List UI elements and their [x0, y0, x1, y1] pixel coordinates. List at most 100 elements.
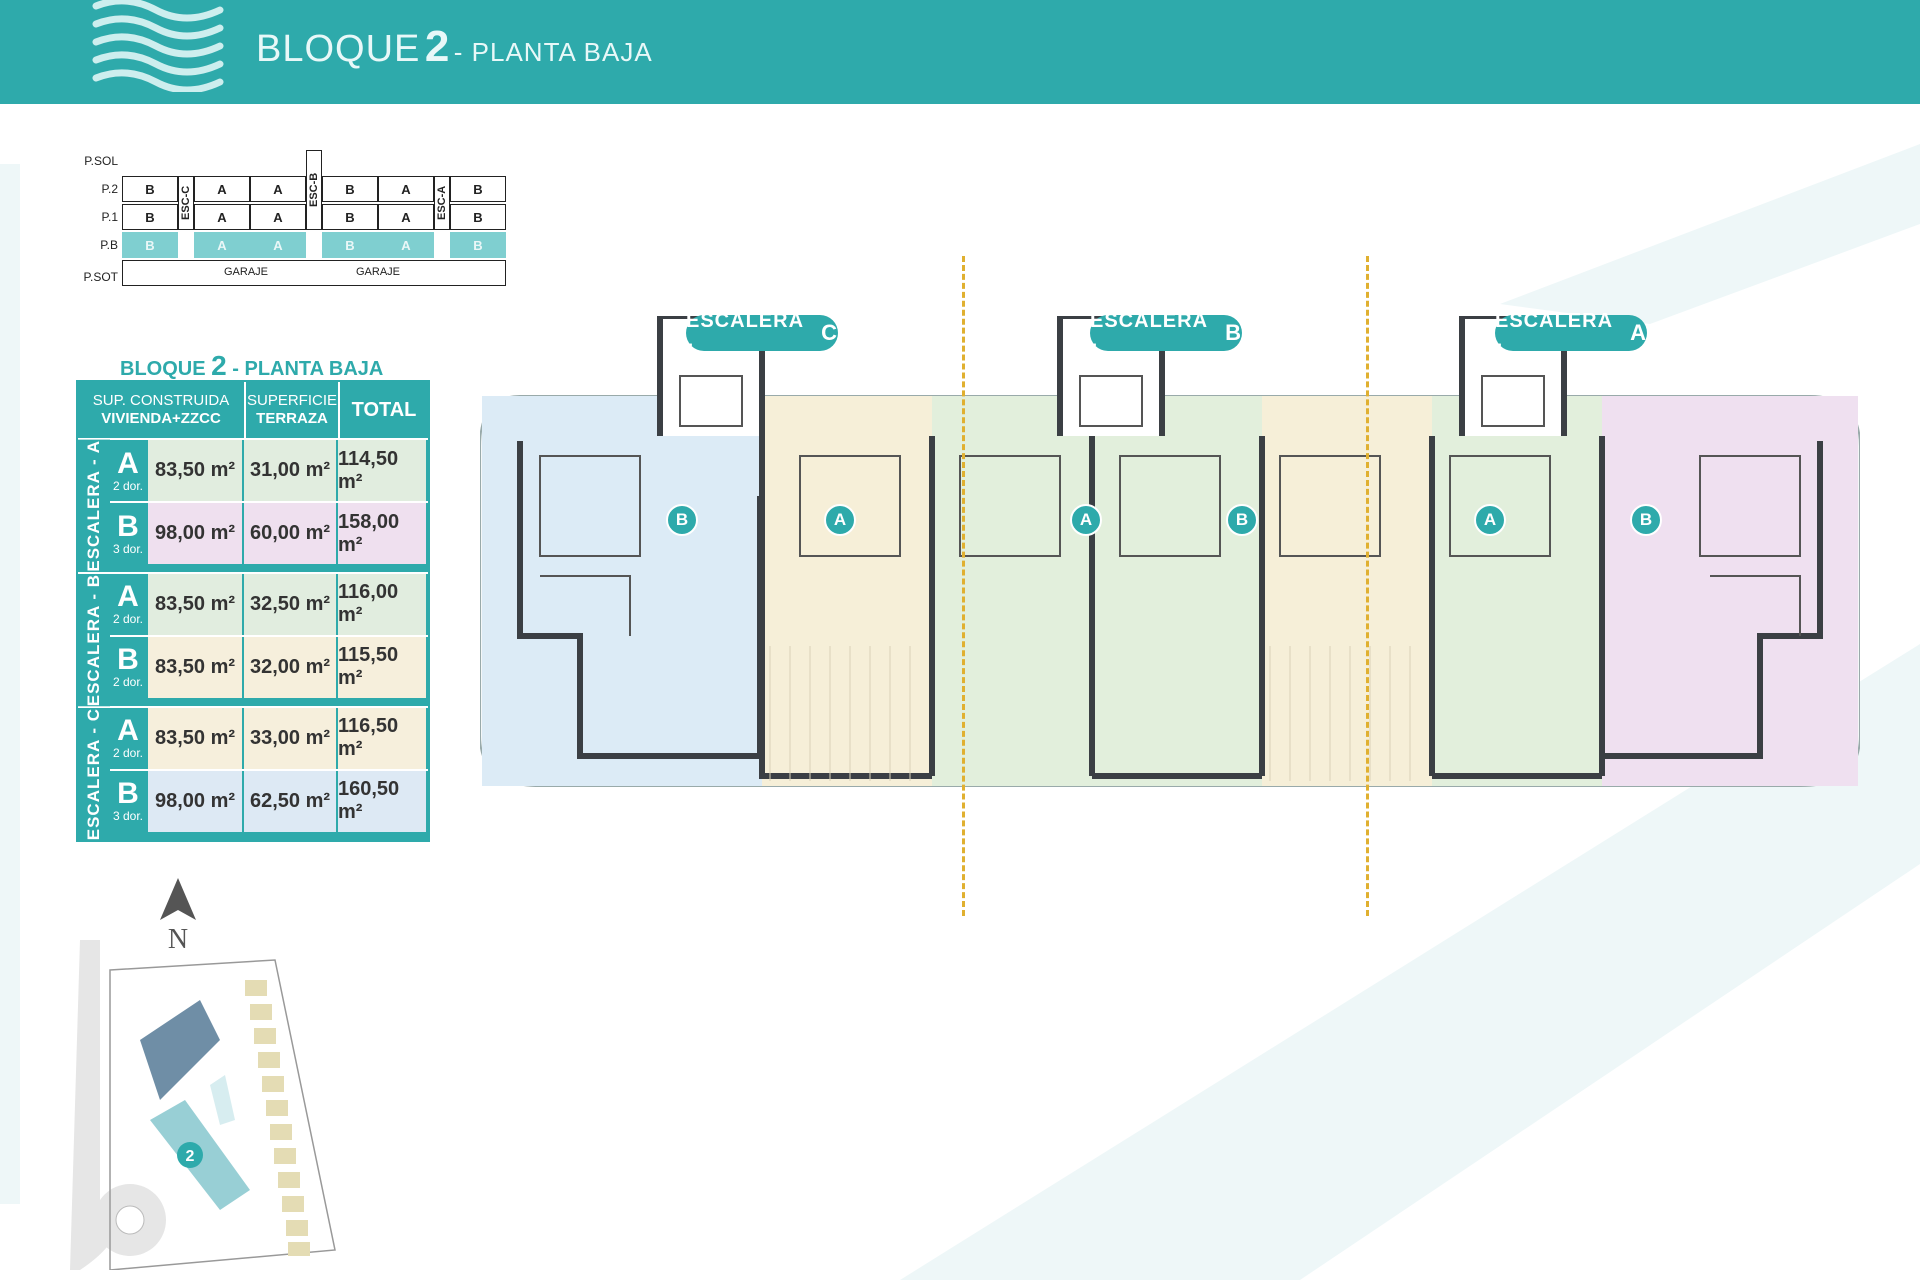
unit-dorm: 3 dor. [112, 541, 144, 556]
cell-p1-4: B [322, 204, 378, 230]
col-header-terraza: SUPERFICIE TERRAZA [246, 382, 340, 438]
col-header-total: TOTAL [340, 382, 428, 438]
group-label-escalera-b: ESCALERA - B [78, 573, 110, 706]
escalera-a-prefix: ESCALERA - [1495, 310, 1613, 355]
level-pb: P.B [100, 238, 118, 252]
table-title: BLOQUE 2 - PLANTA BAJA [120, 350, 383, 382]
garaje-label-2: GARAJE [356, 266, 401, 278]
garaje-label-1: GARAJE [224, 266, 269, 278]
cell-pb-1: B [122, 232, 178, 258]
unit-dorm: 2 dor. [112, 675, 144, 690]
unit-dorm: 2 dor. [112, 612, 144, 627]
unit-type: A [117, 714, 139, 748]
unit-dorm: 3 dor. [112, 809, 144, 824]
title-planta: - PLANTA BAJA [453, 37, 653, 67]
cell-total: 115,50 m² [336, 636, 426, 698]
cell-p1-6: B [450, 204, 506, 230]
north-arrow-icon: N [160, 878, 196, 955]
unit-dorm: 2 dor. [112, 746, 144, 761]
cell-sup: 83,50 m² [146, 707, 242, 769]
table-title-planta: - PLANTA BAJA [232, 358, 384, 380]
title-number: 2 [424, 22, 450, 71]
cell-sup: 83,50 m² [146, 440, 242, 501]
cell-p1-5: A [378, 204, 434, 230]
cell-total: 116,00 m² [336, 573, 426, 635]
unit-marker-a: A [1474, 504, 1506, 536]
level-p2: P.2 [101, 182, 118, 196]
separator-line-1 [962, 256, 965, 916]
cell-total: 114,50 m² [336, 440, 426, 501]
table-header: SUP. CONSTRUIDA VIVIENDA+ZZCC SUPERFICIE… [78, 382, 428, 438]
cell-terraza: 32,50 m² [242, 573, 336, 635]
unit-marker-a: A [824, 504, 856, 536]
building-section-schematic: P.SOL P.2 P.1 P.B P.SOT B ESC-C A A ESC-… [74, 146, 534, 294]
cell-pb-4: B [322, 232, 378, 258]
cell-total: 158,00 m² [336, 503, 426, 564]
cell-pb-5: A [378, 232, 434, 258]
unit-marker-b: B [1226, 504, 1258, 536]
page-title: BLOQUE 2 - PLANTA BAJA [256, 22, 653, 72]
floor-plan: ESCALERA -C ESCALERA -B ESCALERA -A B A … [479, 256, 1861, 956]
escalera-b-letter: B [1225, 320, 1242, 345]
unit-type: B [117, 777, 139, 811]
escalera-b-prefix: ESCALERA - [1090, 310, 1208, 355]
escalera-c-letter: C [821, 320, 838, 345]
stair-esc-a: ESC-A [434, 176, 450, 230]
escalera-b-label: ESCALERA - B [1090, 310, 1242, 355]
block-2-marker [177, 1142, 203, 1168]
header-bar: BLOQUE 2 - PLANTA BAJA [0, 0, 1920, 104]
cell-p1-1: B [122, 204, 178, 230]
cell-p2-4: B [322, 176, 378, 202]
stair-esc-b: ESC-B [306, 150, 322, 230]
level-psot: P.SOT [83, 270, 118, 284]
col-header-total-label: TOTAL [351, 399, 417, 421]
cell-sup: 98,00 m² [146, 770, 242, 832]
cell-sup: 83,50 m² [146, 573, 242, 635]
cell-pb-3: A [250, 232, 306, 258]
cell-pb-6: B [450, 232, 506, 258]
background-waves [0, 144, 1920, 1280]
group-label-escalera-c: ESCALERA - C [78, 707, 110, 841]
col-header-sup-line2: VIVIENDA+ZZCC [101, 410, 221, 427]
col-header-sup-line1: SUP. CONSTRUIDA [92, 392, 230, 409]
cell-p1-2: A [194, 204, 250, 230]
stair-esc-c: ESC-C [178, 176, 194, 230]
unit-type: B [117, 643, 139, 677]
escalera-c-label: ESCALERA - C [686, 310, 838, 355]
unit-type: B [117, 509, 139, 543]
compass-label: N [168, 924, 188, 955]
cell-pb-2: A [194, 232, 250, 258]
basement-row [122, 260, 506, 286]
floor-plan-drawing [479, 313, 1861, 787]
unit-marker-b: B [1630, 504, 1662, 536]
wave-logo-icon [92, 0, 224, 92]
cell-terraza: 31,00 m² [242, 440, 336, 501]
unit-type: A [117, 446, 139, 480]
cell-terraza: 60,00 m² [242, 503, 336, 564]
cell-p2-6: B [450, 176, 506, 202]
escalera-a-letter: A [1630, 320, 1647, 345]
level-p1: P.1 [101, 210, 118, 224]
cell-total: 160,50 m² [336, 770, 426, 832]
col-header-sup: SUP. CONSTRUIDA VIVIENDA+ZZCC [78, 382, 246, 438]
unit-marker-a: A [1070, 504, 1102, 536]
cell-p1-3: A [250, 204, 306, 230]
escalera-c-prefix: ESCALERA - [686, 310, 804, 355]
group-label-escalera-a: ESCALERA - A [78, 440, 110, 572]
table-title-bloque: BLOQUE [120, 358, 206, 380]
separator-line-2 [1366, 256, 1369, 916]
table-title-number: 2 [211, 350, 227, 381]
cell-p2-1: B [122, 176, 178, 202]
cell-sup: 98,00 m² [146, 503, 242, 564]
col-header-terraza-line2: TERRAZA [256, 410, 328, 427]
level-psol: P.SOL [84, 154, 118, 168]
